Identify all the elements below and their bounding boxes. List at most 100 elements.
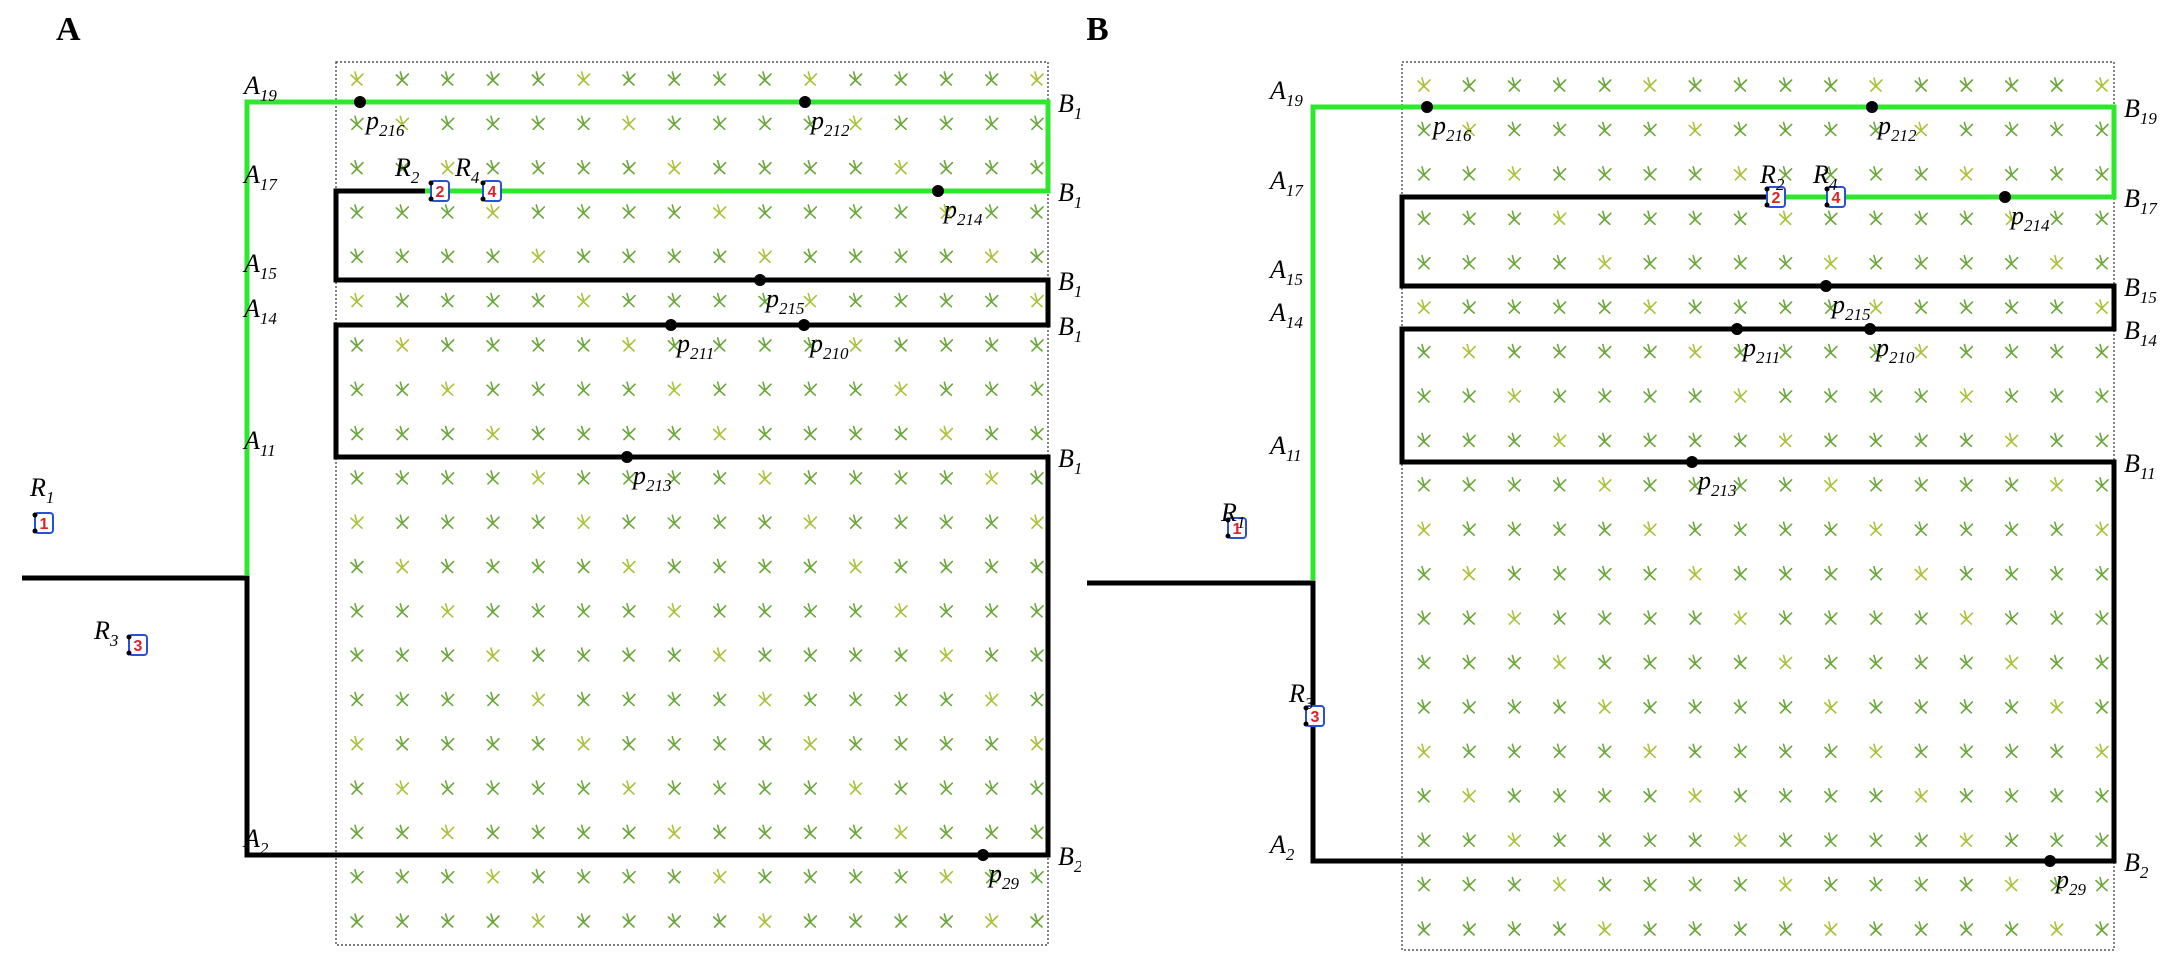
crop-leaf: [1417, 654, 1431, 670]
crop-plant-icon: [848, 248, 863, 264]
crop-leaf: [440, 292, 455, 308]
crop-plant-icon: [667, 868, 682, 884]
crop-plant-icon: [939, 558, 954, 574]
crop-leaf: [576, 514, 591, 529]
crop-plant-icon: [939, 868, 954, 884]
crop-leaf: [1643, 210, 1657, 226]
crop-plant-icon: [1417, 77, 1431, 92]
crop-leaf: [803, 292, 818, 308]
crop-plant-icon: [1869, 654, 1883, 670]
crop-leaf: [848, 913, 863, 928]
crop-leaf: [712, 115, 727, 131]
crop-leaf: [1507, 654, 1522, 670]
crop-plant-icon: [531, 558, 546, 574]
crop-plant-icon: [1417, 432, 1431, 448]
crop-leaf: [1462, 299, 1476, 314]
crop-plant-icon: [1778, 77, 1793, 92]
crop-leaf: [440, 71, 455, 86]
crop-leaf: [803, 115, 818, 131]
robot-wheel: [480, 180, 486, 186]
crop-leaf: [712, 647, 727, 662]
crop-plant-icon: [2050, 832, 2064, 847]
crop-leaf: [939, 824, 954, 840]
crop-plant-icon: [1824, 610, 1838, 625]
row-end-label: B17: [2124, 184, 2158, 218]
crop-plant-icon: [758, 735, 772, 751]
crop-plant-icon: [2050, 299, 2064, 314]
crop-plant-icon: [440, 337, 455, 352]
crop-plant-icon: [2095, 787, 2109, 803]
crop-leaf: [395, 159, 410, 175]
crop-leaf: [712, 913, 727, 928]
task-point-label: p214: [942, 195, 983, 229]
crop-leaf: [1778, 121, 1793, 137]
crop-plant-icon: [1733, 210, 1748, 226]
crop-plant-icon: [1824, 77, 1838, 92]
crop-leaf: [1030, 735, 1044, 751]
crop-leaf: [2004, 876, 2019, 892]
crop-plant-icon: [395, 425, 410, 441]
crop-plant-icon: [1869, 787, 1883, 803]
crop-leaf: [894, 602, 908, 618]
crop-plant-icon: [1462, 921, 1476, 936]
crop-leaf: [440, 115, 455, 131]
crop-plant-icon: [2004, 610, 2019, 625]
task-point-label: p213: [1696, 466, 1737, 500]
crop-leaf: [984, 71, 999, 86]
crop-plant-icon: [1030, 115, 1044, 131]
crop-leaf: [2095, 343, 2109, 359]
crop-plant-icon: [1643, 521, 1657, 537]
crop-leaf: [803, 558, 818, 574]
crop-plant-icon: [803, 248, 818, 264]
crop-plant-icon: [1824, 832, 1838, 847]
crop-plant-icon: [712, 115, 727, 131]
crop-plant-icon: [1462, 521, 1476, 537]
crop-plant-icon: [803, 381, 818, 397]
crop-leaf: [1643, 565, 1657, 581]
crop-plant-icon: [1462, 299, 1476, 314]
robot-number: 1: [1233, 521, 1242, 538]
crop-leaf: [440, 514, 455, 529]
crop-leaf: [1733, 121, 1748, 137]
crop-plant-icon: [1824, 210, 1838, 226]
crop-plant-icon: [2095, 343, 2109, 359]
crop-plant-icon: [1914, 77, 1928, 92]
row-start-label: A14: [242, 294, 277, 328]
crop-plant-icon: [2095, 388, 2109, 403]
crop-leaf: [803, 204, 818, 219]
crop-plant-icon: [2095, 876, 2109, 892]
crop-leaf: [1507, 77, 1522, 92]
robot-wheel: [32, 528, 38, 534]
crop-plant-icon: [1417, 921, 1431, 936]
crop-plant-icon: [1914, 166, 1928, 181]
crop-leaf: [350, 470, 364, 485]
crop-plant-icon: [486, 647, 500, 662]
crop-plant-icon: [1598, 610, 1612, 625]
crop-leaf: [1507, 610, 1522, 625]
crop-plant-icon: [1959, 343, 1974, 359]
crop-leaf: [440, 735, 455, 751]
crop-leaf: [984, 691, 999, 707]
crop-leaf: [1869, 521, 1883, 537]
crop-leaf: [712, 337, 727, 352]
crop-plant-icon: [350, 735, 364, 751]
crop-plant-icon: [1959, 876, 1974, 892]
crop-leaf: [1824, 299, 1838, 314]
crop-plant-icon: [486, 337, 500, 352]
crop-leaf: [486, 558, 500, 574]
crop-plant-icon: [1030, 913, 1044, 928]
crop-leaf: [758, 71, 772, 86]
crop-leaf: [1417, 299, 1431, 314]
crop-leaf: [1643, 521, 1657, 537]
crop-leaf: [803, 691, 818, 707]
route-path-black: [1087, 194, 2117, 864]
crop-leaf: [1417, 921, 1431, 936]
crop-plant-icon: [803, 470, 818, 485]
crop-plant-icon: [984, 337, 999, 352]
crop-plant-icon: [848, 470, 863, 485]
crop-plant-icon: [486, 381, 500, 397]
crop-leaf: [1030, 71, 1044, 86]
task-point-marker: [799, 96, 811, 108]
crop-leaf: [667, 115, 682, 131]
crop-leaf: [576, 337, 591, 352]
